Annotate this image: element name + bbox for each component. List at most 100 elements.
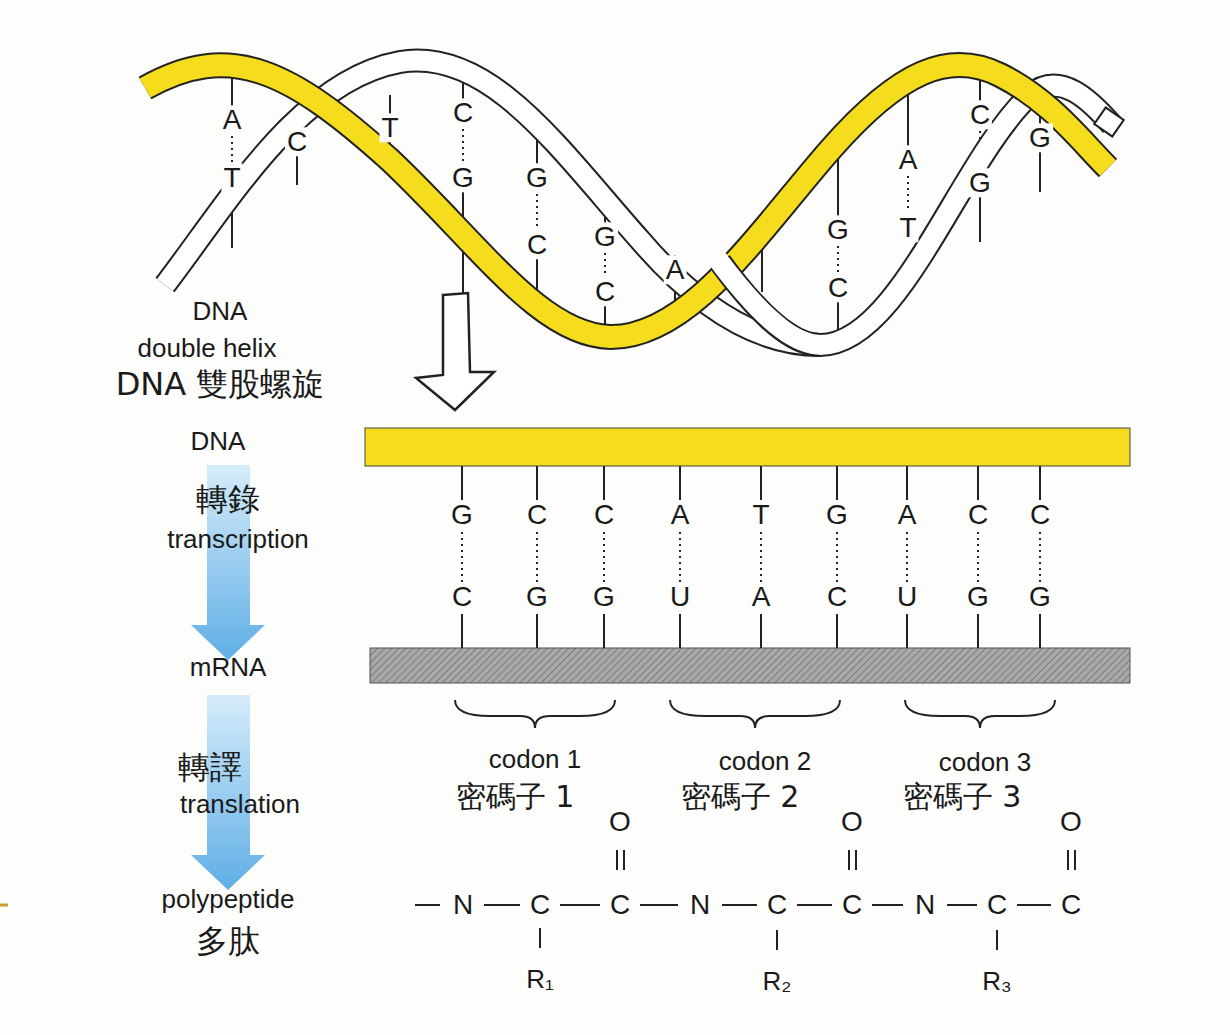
row-label: DNA — [191, 428, 246, 455]
hollow-arrow — [416, 293, 494, 410]
atom-symbol: C — [610, 890, 630, 919]
base-pair-rungs — [232, 58, 1040, 343]
edge-mark — [0, 904, 8, 907]
base-stick — [906, 466, 908, 500]
codon-label: 密碼子 3 — [903, 781, 1022, 813]
base-letter: C — [285, 127, 309, 156]
atom-symbol: N — [453, 890, 473, 919]
dna-base: C — [525, 500, 549, 529]
atom-symbol: O — [841, 807, 863, 836]
hydrogen-bond — [679, 532, 681, 582]
dna-base: A — [669, 500, 692, 529]
dna-base: C — [966, 500, 990, 529]
row-label: 多肽 — [196, 925, 260, 959]
hydrogen-bond — [536, 194, 538, 229]
mrna-strand-bar — [370, 648, 1130, 683]
hydrogen-bond — [603, 532, 605, 582]
base-letter: T — [897, 213, 918, 242]
figure-label: DNA — [193, 298, 248, 325]
hydrogen-bond — [837, 246, 839, 272]
hydrogen-bond — [907, 176, 909, 212]
side-chain: R₁ — [526, 966, 554, 993]
dna-base: C — [1028, 500, 1052, 529]
mrna-base: G — [1027, 582, 1053, 611]
peptide-bonds — [415, 850, 1075, 950]
base-letter: G — [967, 168, 993, 197]
atom-symbol: C — [1061, 890, 1081, 919]
row-label: mRNA — [190, 654, 267, 681]
base-stick — [536, 614, 538, 648]
side-chain: R₃ — [982, 968, 1011, 995]
hydrogen-bond — [231, 136, 233, 162]
base-letter: A — [221, 105, 244, 134]
base-stick — [977, 466, 979, 500]
atom-symbol: N — [690, 890, 710, 919]
base-stick — [603, 466, 605, 500]
base-stick — [760, 466, 762, 500]
base-stick — [761, 262, 763, 292]
base-letter: G — [592, 222, 618, 251]
bar-rungs — [462, 466, 1040, 648]
atom-symbol: C — [842, 890, 862, 919]
base-stick — [1039, 614, 1041, 648]
side-chain: R₂ — [763, 968, 792, 995]
mrna-base: C — [825, 582, 849, 611]
codon-label: codon 1 — [489, 746, 582, 773]
dna-base: T — [750, 500, 771, 529]
atom-symbol: O — [609, 807, 631, 836]
atom-symbol: C — [767, 890, 787, 919]
row-label: polypeptide — [162, 886, 295, 913]
base-stick — [679, 466, 681, 500]
base-letter: G — [825, 215, 851, 244]
atom-symbol: O — [1060, 807, 1082, 836]
atom-symbol: C — [530, 890, 550, 919]
atom-symbol: C — [987, 890, 1007, 919]
base-stick — [536, 466, 538, 500]
dna-base: A — [896, 500, 919, 529]
base-letter: C — [593, 277, 617, 306]
strand-end-cap — [1094, 107, 1123, 136]
base-letter: C — [968, 100, 992, 129]
base-stick — [461, 614, 463, 648]
mrna-base: U — [895, 582, 919, 611]
hydrogen-bond — [1039, 532, 1041, 582]
hydrogen-bond — [536, 532, 538, 582]
hydrogen-bond — [977, 532, 979, 582]
dna-strand-bar — [365, 428, 1130, 466]
base-letter: G — [524, 163, 550, 192]
codon-braces — [455, 700, 1055, 728]
base-stick — [1039, 466, 1041, 500]
hydrogen-bond — [604, 253, 606, 276]
figure-label: double helix — [138, 335, 277, 362]
process-label: translation — [180, 791, 300, 818]
codon-label: 密碼子 2 — [681, 781, 800, 813]
hydrogen-bond — [461, 532, 463, 582]
mrna-base: G — [965, 582, 991, 611]
hydrogen-bond — [836, 532, 838, 582]
base-letter: T — [379, 113, 400, 142]
base-letter: C — [451, 98, 475, 127]
base-letter: G — [450, 163, 476, 192]
base-letter: A — [897, 145, 920, 174]
atom-symbol: N — [915, 890, 935, 919]
base-stick — [836, 466, 838, 500]
process-label: 轉譯 — [178, 751, 242, 785]
base-letter: G — [1027, 123, 1053, 152]
hydrogen-bond — [760, 532, 762, 582]
mrna-base: G — [524, 582, 550, 611]
hydrogen-bond — [462, 129, 464, 162]
helix-strand-outline — [145, 65, 1108, 337]
base-stick — [461, 466, 463, 500]
mrna-base: U — [668, 582, 692, 611]
base-stick — [679, 614, 681, 648]
process-label: transcription — [167, 526, 309, 553]
process-label: 轉錄 — [196, 483, 260, 517]
base-letter: T — [221, 163, 242, 192]
dna-base: G — [824, 500, 850, 529]
mrna-base: G — [591, 582, 617, 611]
mrna-base: A — [750, 582, 773, 611]
codon-label: codon 2 — [719, 748, 812, 775]
figure-label: DNA 雙股螺旋 — [116, 368, 325, 402]
base-stick — [836, 614, 838, 648]
